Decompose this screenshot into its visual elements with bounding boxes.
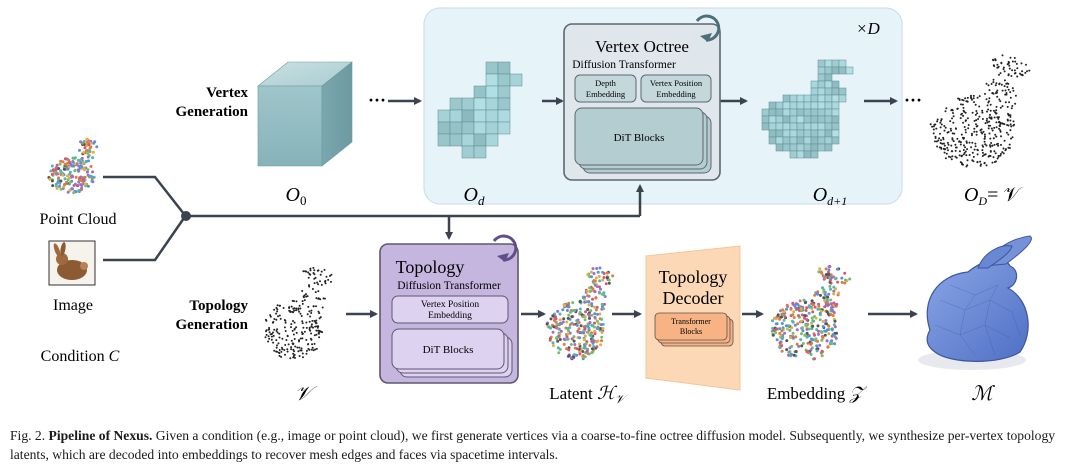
embedding-bunny (770, 265, 852, 361)
octree-dit-blocks (574, 107, 704, 166)
mesh-bunny (918, 235, 1032, 370)
point-cloud-v (264, 266, 333, 360)
image-label: Image (53, 297, 93, 314)
vertex-octree-dit: Vertex Octree Diffusion Transformer Dept… (563, 14, 721, 181)
point-cloud-oD (929, 54, 1031, 168)
topo-dit-blocks (391, 328, 505, 370)
caption-text: Given a condition (e.g., image or point … (10, 428, 1056, 462)
octree-subtitle: Diffusion Transformer (572, 59, 676, 71)
tb-2: Blocks (680, 327, 702, 336)
label-o0: O0 (286, 184, 307, 208)
vpos-emb-2: Embedding (656, 89, 696, 99)
label-v: 𝒱 (295, 383, 318, 405)
vertex-gen-label-2: Generation (176, 104, 249, 120)
topology-gen-label-1: Topology (189, 298, 248, 314)
topology-subtitle: Diffusion Transformer (397, 280, 501, 292)
topology-title: Topology (396, 257, 465, 277)
voxel-bunny-od (437, 61, 523, 159)
decoder-title-1: Topology (659, 267, 728, 287)
topology-decoder: Topology Decoder Transformer Blocks (645, 245, 741, 391)
voxel-bunny-od1 (761, 59, 854, 159)
vpos-emb-1: Vertex Position (650, 78, 703, 88)
depth-emb-2: Embedding (586, 89, 626, 99)
octree-dit-label: DiT Blocks (614, 132, 665, 144)
point-cloud-label: Point Cloud (40, 211, 117, 228)
dots-2: ··· (904, 90, 922, 110)
vpos-embedding-block (640, 74, 712, 103)
condition-label: Condition C (41, 348, 120, 365)
tb-1: Transformer (671, 317, 711, 326)
junction-node (181, 211, 191, 221)
decoder-title-2: Decoder (663, 288, 724, 308)
transformer-blocks (654, 312, 728, 341)
cube-o0 (257, 61, 353, 167)
topo-vpos-2: Embedding (428, 311, 472, 321)
condition-routing (103, 175, 640, 262)
depth-emb-1: Depth (595, 78, 617, 88)
depth-embedding-block (574, 74, 637, 103)
label-od1: Od+1 (813, 184, 848, 208)
octree-title: Vertex Octree (595, 37, 689, 56)
label-mesh: ℳ (971, 383, 995, 405)
dots-1: ··· (368, 90, 386, 110)
condition-image (48, 240, 96, 286)
topo-vpos-1: Vertex Position (421, 300, 480, 310)
caption-fig: Fig. 2. (10, 428, 46, 443)
topo-vpos-embedding-block (391, 295, 509, 324)
topology-dit: Topology Diffusion Transformer Vertex Po… (379, 234, 519, 384)
repeat-label: ×D (856, 19, 880, 38)
vertex-gen-label-1: Vertex (206, 85, 248, 101)
label-latent: Latent ℋ𝒱 (549, 383, 628, 406)
latent-bunny (545, 266, 615, 361)
topology-gen-label-2: Generation (176, 317, 249, 333)
label-oD: OD= 𝒱 (964, 184, 1023, 208)
topo-dit-label: DiT Blocks (423, 344, 474, 356)
label-embedding: Embedding 𝒵 (767, 383, 868, 403)
caption-title: Pipeline of Nexus. (48, 428, 153, 443)
figure-caption: Fig. 2. Pipeline of Nexus. Given a condi… (10, 426, 1070, 464)
label-od: Od (464, 184, 485, 208)
point-cloud-condition (47, 137, 99, 195)
